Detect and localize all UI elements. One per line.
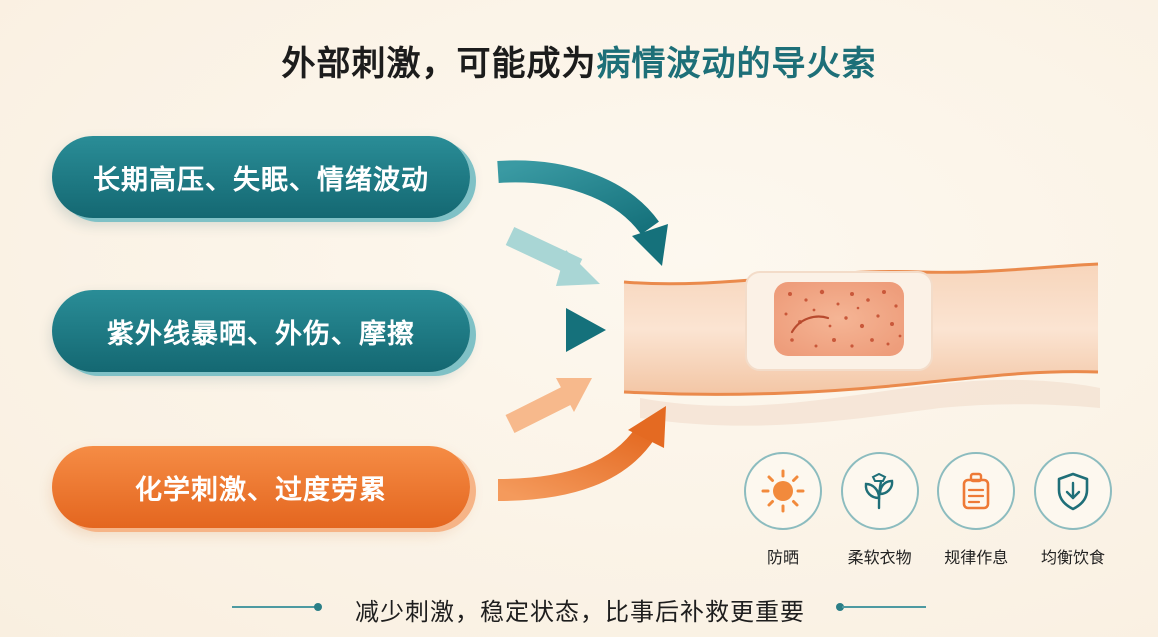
trigger-arrow-2-head [556, 250, 600, 286]
footer-divider-left [232, 606, 316, 608]
trigger-arrow-1-head [632, 224, 668, 266]
tip-balanced-diet: 均衡饮食 [1028, 452, 1118, 568]
shield-diet-icon [1033, 452, 1112, 530]
band-shadow [640, 379, 1100, 426]
skin-spots [784, 289, 902, 348]
trigger-arrow-1 [497, 160, 659, 235]
trigger-arrow-5 [497, 425, 656, 501]
title-accent: 病情波动的导火索 [596, 44, 877, 84]
trigger-label: 化学刺激、过度劳累 [135, 474, 387, 506]
prevention-tips: 防晒 柔软衣物 [738, 452, 1118, 568]
title-prefix: 外部刺激，可能成为 [281, 44, 597, 84]
tip-label: 规律作息 [944, 548, 1009, 567]
footer-dot-left [314, 603, 322, 611]
tip-soft-clothing: 柔软衣物 [835, 452, 925, 568]
sun-icon [744, 452, 822, 530]
trigger-pill-stress: 长期高压、失眠、情绪波动 [52, 136, 470, 218]
trigger-label: 紫外线暴晒、外伤、摩擦 [107, 318, 415, 350]
tip-label: 均衡饮食 [1040, 548, 1105, 567]
patch-mark [790, 315, 830, 334]
footer-dot-right [836, 603, 844, 611]
trigger-arrow-3-head [566, 308, 606, 352]
tip-sun-protection: 防晒 [738, 452, 828, 568]
trigger-arrow-4 [505, 385, 575, 433]
trigger-arrow-4-head [556, 378, 592, 412]
schedule-icon [937, 452, 1016, 530]
footer-divider-right [842, 606, 926, 608]
footer-text: 减少刺激，稳定状态，比事后补救更重要 [355, 598, 805, 626]
tip-label: 防晒 [766, 548, 799, 567]
tip-label: 柔软衣物 [847, 548, 912, 567]
trigger-pill-chemical: 化学刺激、过度劳累 [52, 446, 470, 528]
tip-regular-schedule: 规律作息 [931, 452, 1021, 568]
footer-slogan: 减少刺激，稳定状态，比事后补救更重要 [0, 590, 1158, 626]
soft-clothing-icon [840, 452, 919, 530]
trigger-label: 长期高压、失眠、情绪波动 [93, 164, 429, 196]
trigger-arrow-5-head [628, 406, 666, 448]
page-title: 外部刺激，可能成为病情波动的导火索 [0, 36, 1158, 85]
trigger-pill-uv: 紫外线暴晒、外伤、摩擦 [52, 290, 470, 372]
band-bottom-edge [623, 370, 1099, 396]
